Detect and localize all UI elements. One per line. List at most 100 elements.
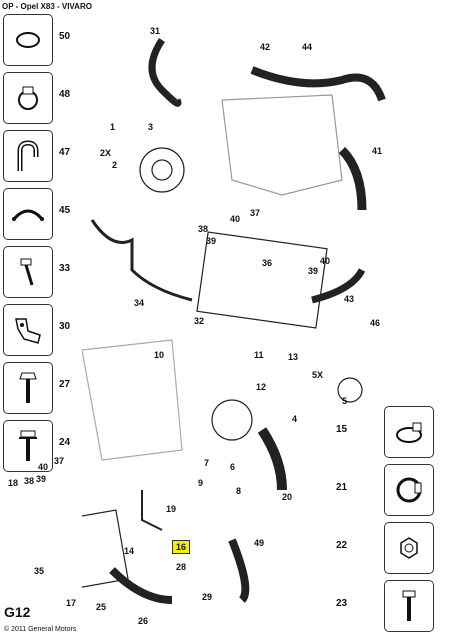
callout-37[interactable]: 37	[250, 208, 261, 218]
right-part-item[interactable]: 21	[336, 464, 446, 516]
hose-43	[311, 268, 366, 304]
parts-right-column: 15 21 22 23	[336, 406, 446, 638]
hose-41	[338, 146, 367, 211]
sidebar-item[interactable]: 50	[3, 14, 83, 66]
callout-38[interactable]: 38	[198, 224, 209, 234]
callout-38b[interactable]: 38	[24, 476, 35, 486]
right-part-item[interactable]: 15	[336, 406, 446, 458]
spring-clip-icon	[3, 188, 53, 240]
callout-39b[interactable]: 39	[308, 266, 319, 276]
callout-28[interactable]: 28	[176, 562, 187, 572]
clamp-icon	[384, 406, 434, 458]
right-part-label: 22	[336, 540, 348, 551]
callout-41[interactable]: 41	[372, 146, 383, 156]
band-clamp-icon	[384, 464, 434, 516]
callout-1[interactable]: 1	[110, 122, 116, 132]
callout-25[interactable]: 25	[96, 602, 107, 612]
callout-16-highlighted[interactable]: 16	[172, 540, 191, 554]
callout-42[interactable]: 42	[260, 42, 271, 52]
parts-sidebar: 50 48 47 45 33 30 27	[3, 14, 83, 478]
callout-32[interactable]: 32	[194, 316, 205, 326]
pipe-34	[90, 219, 193, 302]
right-part-label: 15	[336, 424, 348, 435]
screw-icon	[384, 580, 434, 632]
hex-bolt-icon	[3, 362, 53, 414]
callout-46[interactable]: 46	[370, 318, 381, 328]
callout-8[interactable]: 8	[236, 486, 242, 496]
callout-26[interactable]: 26	[138, 616, 149, 626]
callout-34[interactable]: 34	[134, 298, 145, 308]
flange-bolt-icon	[3, 420, 53, 472]
sidebar-item[interactable]: 33	[3, 246, 83, 298]
callout-36[interactable]: 36	[262, 258, 273, 268]
callout-29[interactable]: 29	[202, 592, 213, 602]
sidebar-item-label: 27	[59, 379, 71, 390]
callout-14[interactable]: 14	[124, 546, 135, 556]
sidebar-item[interactable]: 30	[3, 304, 83, 356]
sidebar-item-label: 47	[59, 147, 71, 158]
turbocharger-1	[139, 147, 185, 193]
sidebar-item-label: 24	[59, 437, 71, 448]
o-ring-icon	[3, 14, 53, 66]
callout-37b[interactable]: 37	[54, 456, 65, 466]
callout-11[interactable]: 11	[254, 350, 264, 360]
hex-nut-icon	[384, 522, 434, 574]
engine-block	[221, 94, 343, 196]
callout-40b[interactable]: 40	[320, 256, 331, 266]
callout-35[interactable]: 35	[34, 566, 45, 576]
callout-18[interactable]: 18	[8, 478, 19, 488]
hose-31	[148, 38, 182, 107]
callout-19[interactable]: 19	[166, 504, 177, 514]
callout-10[interactable]: 10	[154, 350, 165, 360]
intercooler-35	[6, 509, 129, 599]
sidebar-item-label: 45	[59, 205, 71, 216]
callout-17[interactable]: 17	[66, 598, 77, 608]
callout-5x[interactable]: 5X	[312, 370, 324, 380]
sidebar-item[interactable]: 45	[3, 188, 83, 240]
hose-clamp-icon	[3, 72, 53, 124]
callout-49[interactable]: 49	[254, 538, 265, 548]
page-code: G12	[4, 604, 31, 620]
callout-12[interactable]: 12	[256, 382, 267, 392]
sidebar-item-label: 48	[59, 89, 71, 100]
gasket-5	[337, 377, 363, 403]
page-header: OP - Opel X83 - VIVARO	[2, 2, 92, 11]
right-part-label: 21	[336, 482, 348, 493]
callout-4[interactable]: 4	[292, 414, 298, 424]
callout-13[interactable]: 13	[288, 352, 299, 362]
callout-3[interactable]: 3	[148, 122, 154, 132]
sidebar-item[interactable]: 27	[3, 362, 83, 414]
stud-bolt-icon	[3, 246, 53, 298]
right-part-item[interactable]: 22	[336, 522, 446, 574]
callout-43[interactable]: 43	[344, 294, 355, 304]
callout-40[interactable]: 40	[230, 214, 241, 224]
callout-2x[interactable]: 2X	[100, 148, 112, 158]
callout-2[interactable]: 2	[112, 160, 118, 170]
sidebar-item[interactable]: 24	[3, 420, 83, 472]
exploded-diagram: 31 42 44 1 3 2X 2 41 38 40 37 39 36 40 3…	[6, 10, 450, 626]
callout-7[interactable]: 7	[204, 458, 210, 468]
elbow-hose-icon	[3, 130, 53, 182]
callout-40c[interactable]: 40	[38, 462, 49, 472]
sidebar-item-label: 30	[59, 321, 71, 332]
exhaust-manifold	[81, 339, 183, 461]
sidebar-item[interactable]: 48	[3, 72, 83, 124]
copyright-footer: © 2011 General Motors	[4, 626, 77, 633]
sidebar-item-label: 50	[59, 31, 71, 42]
callout-9[interactable]: 9	[198, 478, 204, 488]
turbocharger-4	[211, 399, 253, 441]
callout-6[interactable]: 6	[230, 462, 236, 472]
callout-20[interactable]: 20	[282, 492, 293, 502]
bracket-icon	[3, 304, 53, 356]
right-part-item[interactable]: 23	[336, 580, 446, 632]
callout-44[interactable]: 44	[302, 42, 313, 52]
intercooler-36	[196, 231, 328, 329]
pipe-49	[228, 538, 250, 603]
sidebar-item-label: 33	[59, 263, 71, 274]
sidebar-item[interactable]: 47	[3, 130, 83, 182]
hose-26	[109, 567, 173, 604]
callout-39c[interactable]: 39	[36, 474, 47, 484]
callout-31[interactable]: 31	[150, 26, 161, 36]
callout-39[interactable]: 39	[206, 236, 217, 246]
callout-5[interactable]: 5	[342, 396, 348, 406]
